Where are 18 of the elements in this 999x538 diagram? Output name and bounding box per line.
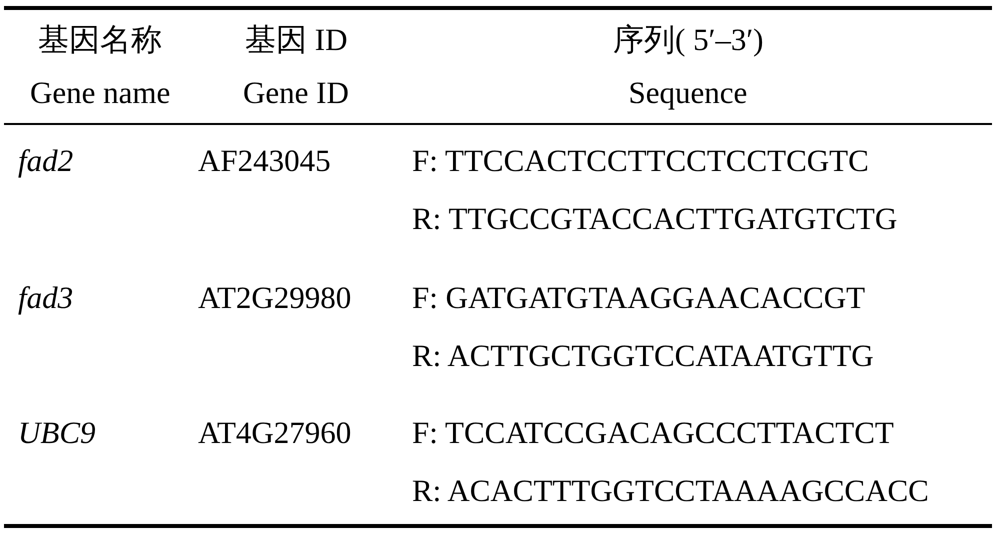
column-header: Gene name bbox=[30, 75, 170, 111]
primer-sequence: F: GATGATGTAAGGAACACCGT bbox=[412, 280, 866, 316]
gene-id: AT4G27960 bbox=[198, 415, 352, 451]
primer-sequence: R: TTGCCGTACCACTTGATGTCTG bbox=[412, 201, 898, 237]
column-header: Sequence bbox=[628, 75, 748, 111]
gene-name: fad3 bbox=[18, 280, 74, 316]
column-header: 序列( 5′–3′) bbox=[613, 22, 764, 58]
column-header: 基因名称 bbox=[38, 22, 162, 58]
primer-sequence: F: TTCCACTCCTTCCTCCTCGTC bbox=[412, 143, 869, 179]
gene-id: AF243045 bbox=[198, 143, 331, 179]
primer-sequence: R: ACTTGCTGGTCCATAATGTTG bbox=[412, 338, 874, 374]
column-header: 基因 ID bbox=[245, 22, 348, 58]
primer-sequence: F: TCCATCCGACAGCCCTTACTCT bbox=[412, 415, 894, 451]
gene-id: AT2G29980 bbox=[198, 280, 352, 316]
gene-name: fad2 bbox=[18, 143, 74, 179]
gene-name: UBC9 bbox=[18, 415, 96, 451]
column-header: Gene ID bbox=[243, 75, 349, 111]
primer-sequence: R: ACACTTTGGTCCTAAAAGCCACC bbox=[412, 473, 929, 509]
